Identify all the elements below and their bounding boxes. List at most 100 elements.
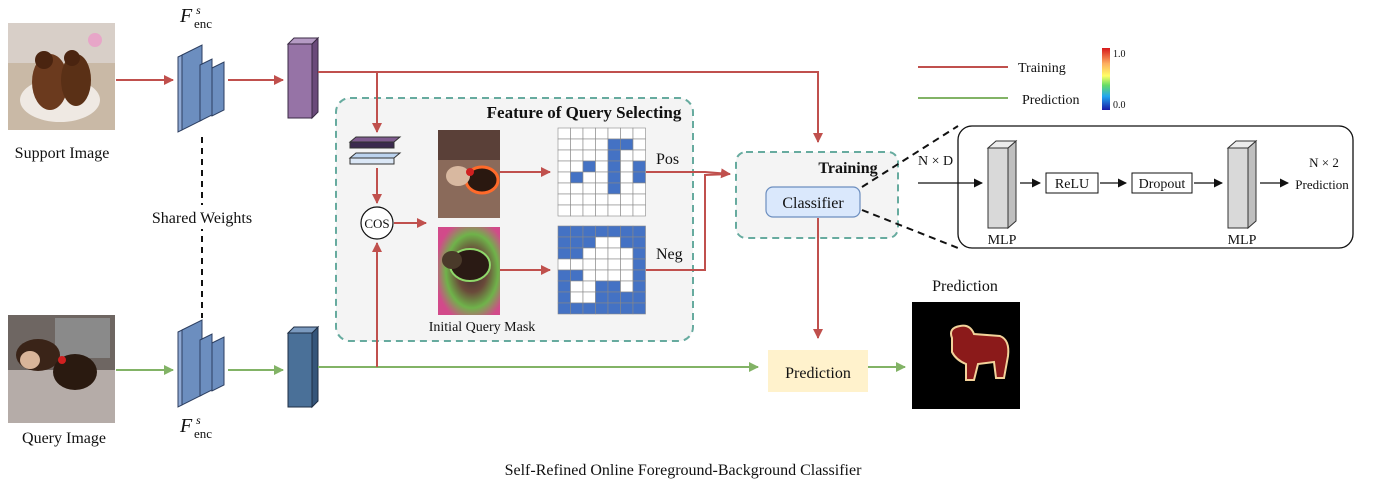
grid-cell: [582, 204, 596, 217]
grid-cell: [607, 302, 621, 315]
grid-cell: [570, 193, 584, 206]
grid-cell: [570, 247, 584, 260]
grid-cell: [570, 204, 584, 217]
grid-cell: [557, 193, 571, 206]
grid-cell: [595, 204, 609, 217]
grid-cell: [570, 291, 584, 304]
cos-label: COS: [364, 216, 389, 231]
grid-cell: [595, 302, 609, 315]
grid-cell: [607, 182, 621, 195]
grid-cell: [582, 225, 596, 238]
grid-cell: [620, 291, 634, 304]
grid-cell: [620, 269, 634, 282]
feature-bars: [348, 136, 402, 165]
grid-cell: [632, 182, 646, 195]
grid-cell: [620, 127, 634, 140]
grid-cell: [607, 247, 621, 260]
grid-cell: [607, 171, 621, 184]
encoder-top-label: F s enc: [179, 3, 212, 31]
mlp1-label: MLP: [988, 233, 1017, 248]
support-image-label: Support Image: [15, 145, 110, 162]
grid-cell: [570, 280, 584, 293]
grid-cell: [595, 149, 609, 162]
grid-cell: [632, 302, 646, 315]
grid-cell: [607, 204, 621, 217]
grid-cell: [632, 225, 646, 238]
grid-cell: [620, 302, 634, 315]
query-image-label: Query Image: [22, 430, 106, 447]
grid-cell: [607, 236, 621, 249]
grid-cell: [582, 247, 596, 260]
grid-cell: [620, 160, 634, 173]
initial-query-mask-image: [438, 227, 500, 315]
relu-label: ReLU: [1055, 177, 1089, 192]
grid-cell: [557, 127, 571, 140]
legend-training: Training: [1018, 61, 1066, 76]
positive-grid: [557, 127, 646, 217]
grid-cell: [557, 258, 571, 271]
query-feature-map: [286, 325, 320, 409]
classifier-node: [765, 186, 861, 218]
prediction-mask-image: [912, 302, 1020, 409]
grid-cell: [595, 258, 609, 271]
relu-node: [1045, 172, 1099, 194]
query-image: [8, 315, 115, 423]
grid-cell: [570, 149, 584, 162]
legend-prediction: Prediction: [1022, 93, 1080, 108]
grid-cell: [557, 280, 571, 293]
grid-cell: [570, 269, 584, 282]
grid-cell: [557, 171, 571, 184]
grid-cell: [620, 149, 634, 162]
grid-cell: [557, 269, 571, 282]
grid-cell: [582, 160, 596, 173]
grid-cell: [582, 291, 596, 304]
colorbar-min: 0.0: [1113, 100, 1126, 111]
support-image: [8, 23, 115, 130]
classifier-label: Classifier: [782, 195, 844, 212]
grid-cell: [632, 280, 646, 293]
grid-cell: [582, 280, 596, 293]
encoder-top-symbol: F: [179, 5, 193, 27]
grid-cell: [595, 247, 609, 260]
encoder-top-sup: s: [196, 3, 201, 17]
grid-cell: [607, 225, 621, 238]
grid-cell: [557, 225, 571, 238]
encoder-top-sub: enc: [194, 16, 212, 31]
grid-cell: [582, 149, 596, 162]
grid-cell: [620, 247, 634, 260]
grid-cell: [595, 171, 609, 184]
grid-cell: [557, 236, 571, 249]
cos-node: [360, 206, 394, 240]
grid-cell: [595, 138, 609, 151]
grid-cell: [570, 225, 584, 238]
grid-cell: [570, 258, 584, 271]
grid-cell: [582, 302, 596, 315]
positive-heatmap-image: [438, 130, 500, 218]
pos-label: Pos: [656, 151, 679, 168]
grid-cell: [632, 193, 646, 206]
prediction-node-label: Prediction: [785, 365, 851, 382]
grid-cell: [595, 160, 609, 173]
prediction-title: Prediction: [932, 278, 998, 295]
grid-cell: [557, 204, 571, 217]
grid-cell: [595, 280, 609, 293]
grid-cell: [557, 138, 571, 151]
grid-cell: [557, 182, 571, 195]
shared-weights-label: Shared Weights: [152, 210, 252, 227]
grid-cell: [582, 236, 596, 249]
grid-cell: [582, 171, 596, 184]
grid-cell: [570, 160, 584, 173]
grid-cell: [620, 258, 634, 271]
grid-cell: [607, 258, 621, 271]
grid-cell: [570, 171, 584, 184]
grid-cell: [595, 193, 609, 206]
grid-cell: [570, 302, 584, 315]
grid-cell: [570, 236, 584, 249]
grid-cell: [582, 269, 596, 282]
encoder-top: [177, 44, 225, 133]
grid-cell: [620, 236, 634, 249]
colorbar: [1102, 48, 1110, 110]
grid-cell: [595, 225, 609, 238]
grid-cell: [570, 182, 584, 195]
